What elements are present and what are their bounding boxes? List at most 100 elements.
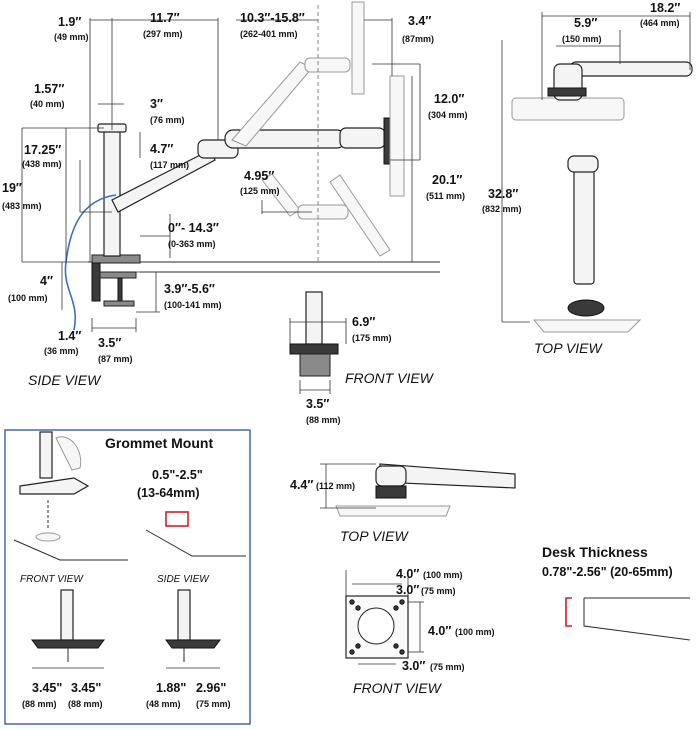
- dim-label: 3.0″: [396, 583, 419, 597]
- dim-label: 3.5″: [98, 336, 121, 350]
- grommet-title: Grommet Mount: [105, 435, 213, 451]
- dim-label: (36 mm): [44, 346, 79, 356]
- grommet-front-caption: FRONT VIEW: [20, 574, 84, 585]
- dim-label: (87mm): [402, 34, 434, 44]
- top-mount: [547, 87, 587, 97]
- vesa-hole: [399, 649, 405, 655]
- desk-side-edge: [583, 598, 691, 641]
- dim-label: 6.9″: [352, 315, 375, 329]
- dim-label: 0″- 14.3″: [168, 221, 219, 235]
- dim-label: (100 mm): [8, 293, 48, 303]
- front-view-vesa: 4.0″ (100 mm) 3.0″ (75 mm) 4.0″ (100 mm)…: [345, 567, 495, 696]
- dim-label: (100 mm): [455, 627, 495, 637]
- top-view-mid: 4.4″ (112 mm) TOP VIEW: [290, 463, 516, 544]
- desk-hole-sketch: [145, 529, 246, 557]
- dim-label: (150 mm): [562, 34, 602, 44]
- vesa-center-hole: [357, 607, 395, 645]
- dim-label: 4.4″: [290, 478, 313, 492]
- grommet-range-mm: (13-64mm): [137, 486, 200, 500]
- dim-label: 1.9″: [58, 15, 81, 29]
- grommet-pole: [39, 431, 53, 479]
- front-clamp-body: [299, 353, 331, 377]
- vesa-hole: [355, 605, 361, 611]
- dim-label: (464 mm): [640, 18, 680, 28]
- dim-label: (112 mm): [316, 481, 355, 491]
- lowered-monitor-ghost: [329, 174, 391, 257]
- top-view-right: 18.2″ (464 mm) 5.9″ (150 mm) 32.8″ (832 …: [482, 1, 693, 356]
- front-view-clamp: 6.9″ (175 mm) FRONT VIEW 3.5″ (88 mm): [289, 291, 435, 425]
- desk-thickness: Desk Thickness 0.78"-2.56" (20-65mm): [542, 544, 691, 641]
- dim-label: 4.0″: [396, 567, 419, 581]
- dim-label: 1.4″: [58, 329, 81, 343]
- dim-label: 4.95″: [244, 169, 274, 183]
- top-pole-cap: [567, 155, 599, 173]
- thickness-bracket: [565, 597, 572, 627]
- dim-label: 12.0″: [434, 92, 464, 106]
- clamp-foot: [103, 300, 135, 307]
- dim-label: (100-141 mm): [164, 300, 222, 310]
- top-clamp: [567, 299, 605, 317]
- grommet-side-caption: SIDE VIEW: [157, 574, 210, 585]
- dim-label: (117 mm): [150, 160, 189, 170]
- dim-label: 3.0″: [402, 659, 425, 673]
- dim-label: 18.2″: [650, 1, 680, 15]
- view-caption: SIDE VIEW: [28, 372, 102, 388]
- tilt-plate: [383, 117, 391, 165]
- dim-label: (438 mm): [22, 159, 62, 169]
- pole: [103, 127, 121, 257]
- dim-label: (0-363 mm): [168, 239, 216, 249]
- lower-arm: [111, 149, 216, 213]
- dim-label: 3.5″: [306, 397, 329, 411]
- dim-label: 4″: [40, 274, 53, 288]
- dim-label: 32.8″: [488, 187, 518, 201]
- dim-label: (75 mm): [196, 699, 231, 709]
- top-pole: [573, 157, 595, 285]
- dim-label: (483 mm): [2, 201, 42, 211]
- dim-label: (832 mm): [482, 204, 522, 214]
- dim-label: (48 mm): [146, 699, 181, 709]
- vesa-hole: [393, 643, 399, 649]
- clamp-jaw: [99, 271, 137, 279]
- dim-label: (75 mm): [430, 662, 465, 672]
- dim-label: 5.9″: [574, 16, 597, 30]
- desk-surface-sketch: [13, 539, 128, 561]
- dim-label: 10.3″-15.8″: [240, 11, 305, 25]
- vesa-hole: [355, 643, 361, 649]
- grommet-side-base: [165, 639, 221, 649]
- dim-label: 19″: [2, 181, 22, 195]
- dim-label: (88 mm): [306, 415, 341, 425]
- dim-label: 20.1″: [432, 173, 462, 187]
- dim-label: (175 mm): [352, 333, 392, 343]
- dim-label: (76 mm): [150, 115, 185, 125]
- desk-thickness-title: Desk Thickness: [542, 544, 648, 560]
- mid-base-shadow: [335, 505, 451, 517]
- top-base-shadow: [532, 319, 642, 333]
- mid-clamp: [375, 485, 407, 499]
- grommet-frame: [4, 429, 251, 725]
- front-pole: [305, 291, 323, 345]
- grommet-front-pole: [60, 589, 74, 641]
- hole-highlight: [165, 511, 189, 527]
- mid-head: [375, 465, 407, 487]
- grommet-front-base: [31, 639, 105, 649]
- dim-label: (88 mm): [68, 699, 103, 709]
- vesa-hole: [393, 605, 399, 611]
- monitor-main: [389, 75, 405, 197]
- view-caption: TOP VIEW: [534, 340, 603, 356]
- monitor-top-ghost: [511, 97, 625, 121]
- raised-head-ghost: [304, 57, 351, 73]
- dim-label: (87 mm): [98, 354, 133, 364]
- dim-label: 3.4″: [408, 14, 431, 28]
- arm-head: [339, 127, 386, 149]
- dim-label: 2.96": [196, 681, 226, 695]
- dim-label: 3.45": [32, 681, 62, 695]
- top-arm: [569, 61, 693, 77]
- dim-label: (297 mm): [143, 29, 183, 39]
- clamp-body: [91, 262, 101, 302]
- dim-label: 1.57″: [34, 82, 64, 96]
- dim-label: (100 mm): [423, 570, 463, 580]
- dim-label: (40 mm): [30, 99, 65, 109]
- dim-label: (304 mm): [428, 110, 468, 120]
- dim-label: 11.7″: [150, 11, 180, 25]
- grommet-washer: [35, 532, 61, 542]
